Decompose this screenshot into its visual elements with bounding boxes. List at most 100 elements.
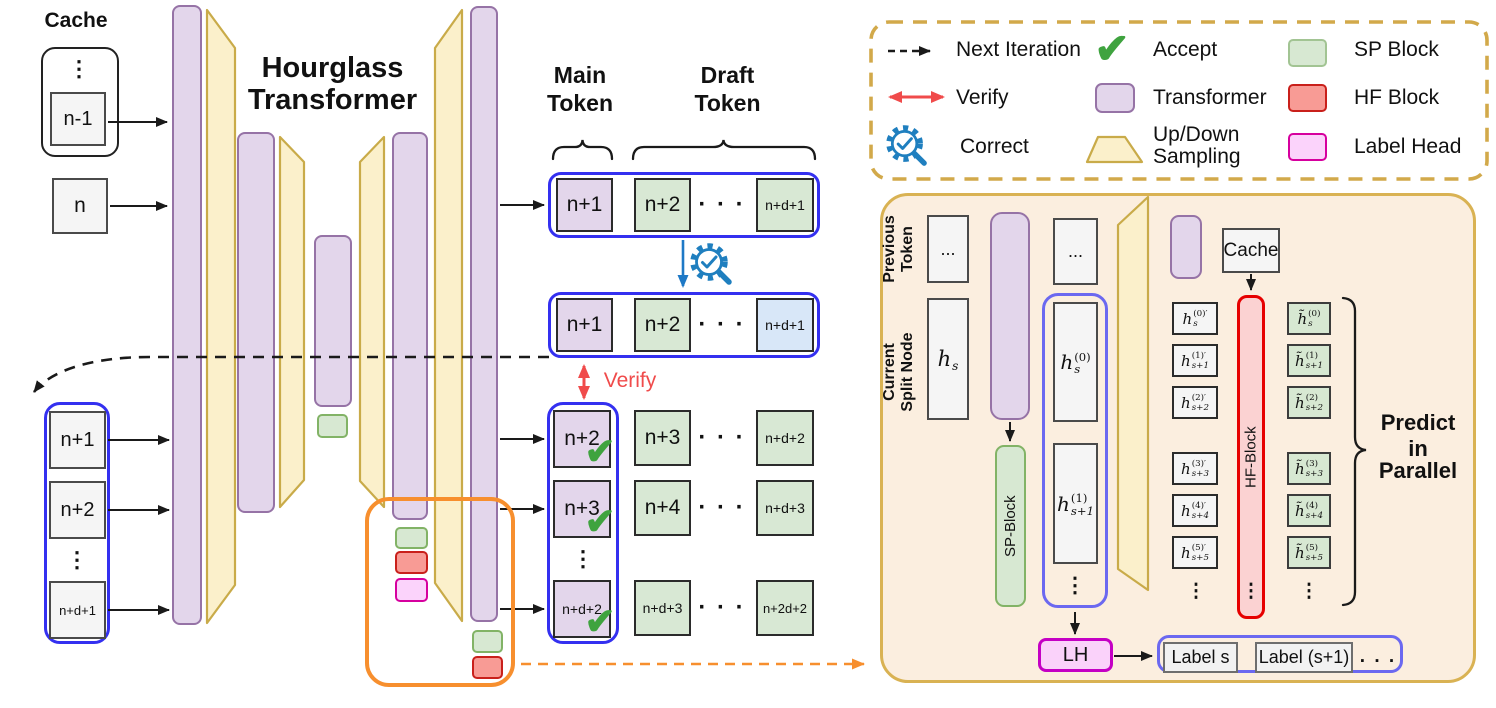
draft-row-main-token: n+1	[556, 178, 613, 232]
label-head-box: LH	[1038, 638, 1113, 672]
legend-hf-icon	[1288, 84, 1327, 112]
legend-transformer-label: Transformer	[1153, 86, 1267, 109]
draft-row-dots: · · ·	[698, 191, 746, 218]
panel-transformer-block	[990, 212, 1030, 420]
hprime-vdots: ⋮	[1186, 580, 1206, 602]
htilde-5: h̃(5)s+5	[1287, 536, 1331, 569]
accepted-main-2: n+3	[553, 480, 611, 538]
hprime-5: h(5)′s+5	[1172, 536, 1218, 569]
accepted-row1-d1: n+3	[634, 410, 691, 466]
sp-block-mid	[317, 414, 348, 438]
transformer-block-3	[314, 235, 352, 407]
legend-transformer-icon	[1095, 83, 1135, 113]
accepted-main-3: n+d+2	[553, 580, 611, 638]
draft-row-group	[548, 172, 820, 238]
accept-check-2: ✔	[584, 500, 616, 542]
split-node-box: h s	[927, 298, 969, 420]
h0-box: h(0)s	[1053, 302, 1098, 422]
next-token-1: n+1	[49, 411, 106, 469]
legend-verify-label: Verify	[956, 86, 1009, 109]
corrected-row-group	[548, 292, 820, 358]
accepted-row2-dots: · · ·	[698, 494, 746, 521]
accepted-row3-dots: · · ·	[698, 594, 746, 621]
hprime-4: h(4)′s+4	[1172, 494, 1218, 527]
cache-vdots: ⋮	[68, 56, 90, 81]
hf-block-right	[395, 551, 428, 574]
legend-hf-label: HF Block	[1354, 86, 1440, 109]
correct-icon	[688, 241, 736, 289]
hidden-dots-box: ...	[1053, 218, 1098, 285]
accepted-row3-d2: n+2d+2	[756, 580, 814, 636]
htilde-vdots: ⋮	[1299, 580, 1319, 602]
legend-correct-label: Correct	[960, 135, 1029, 158]
legend-accept-icon: ✔	[1094, 25, 1130, 72]
accepted-row1-dots: · · ·	[698, 424, 746, 451]
title-line2: Transformer	[247, 83, 418, 116]
accept-check-3: ✔	[584, 600, 616, 642]
accepted-row2-d2: n+d+3	[756, 480, 814, 536]
next-token-vdots: ⋮	[66, 547, 88, 572]
highlight-region	[365, 497, 515, 687]
legend-accept-label: Accept	[1153, 38, 1218, 61]
predict-label-2: in	[1408, 436, 1428, 461]
verify-label: Verify	[603, 369, 657, 392]
sp-block-outer	[472, 630, 503, 653]
cache-token-box: n-1	[50, 92, 106, 146]
hf-vdots: ⋮	[1241, 580, 1261, 602]
legend-sp-label: SP Block	[1354, 38, 1439, 61]
accepted-main-token-group	[547, 402, 619, 644]
predict-label-1: Predict	[1380, 410, 1456, 435]
hprime-0: h(0)′s	[1172, 302, 1218, 335]
accepted-row1-d2: n+d+2	[756, 410, 814, 466]
hprime-2: h(2)′s+2	[1172, 386, 1218, 419]
hprime-1: h(1)′s+1	[1172, 344, 1218, 377]
label-s1-box: Label (s+1)	[1255, 642, 1353, 673]
next-token-3: n+d+1	[49, 581, 106, 639]
input-token-box: n	[52, 178, 108, 234]
sp-block: SP-Block	[995, 445, 1026, 607]
corrected-row-main-token: n+1	[556, 298, 613, 352]
htilde-4: h̃(4)s+4	[1287, 494, 1331, 527]
transformer-block-1	[172, 5, 202, 625]
legend-updown-label: Up/Down Sampling	[1153, 123, 1241, 168]
label-head-block-right	[395, 578, 428, 602]
accepted-main-1: n+2	[553, 410, 611, 468]
hprime-3: h(3)′s+3	[1172, 452, 1218, 485]
label-s-box: Label s	[1163, 642, 1238, 673]
accepted-row3-d1: n+d+3	[634, 580, 691, 636]
split-hidden-vdots: ⋮	[1064, 573, 1086, 597]
htilde-3: h̃(3)s+3	[1287, 452, 1331, 485]
draft-row-token-2: n+d+1	[756, 178, 814, 232]
sp-block-right	[395, 527, 428, 549]
panel-cache-box: Cache	[1222, 228, 1280, 273]
corrected-row-token-1: n+2	[634, 298, 691, 352]
predict-label-3: Parallel	[1378, 458, 1458, 483]
draft-token-header-1: Draft	[700, 61, 755, 88]
hf-block: HF-Block	[1237, 295, 1265, 619]
accepted-vdots: ⋮	[572, 546, 594, 571]
transformer-block-2	[237, 132, 275, 513]
cache-title: Cache	[44, 9, 108, 32]
corrected-row-token-2: n+d+1	[756, 298, 814, 352]
corrected-row-dots: · · ·	[698, 311, 746, 338]
main-token-header-1: Main	[553, 61, 607, 88]
h1-box: h(1)s+1	[1053, 443, 1098, 564]
panel-transformer-small	[1170, 215, 1202, 279]
legend-next-iteration-label: Next Iteration	[956, 38, 1081, 61]
legend-label-head-label: Label Head	[1354, 135, 1462, 158]
legend-correct-icon	[884, 123, 931, 170]
transformer-block-4	[392, 132, 428, 520]
htilde-1: h̃(1)s+1	[1287, 344, 1331, 377]
split-hidden-group	[1042, 293, 1108, 608]
accepted-row2-d1: n+4	[634, 480, 691, 536]
legend-label-head-icon	[1288, 133, 1327, 161]
label-dots: . . .	[1359, 646, 1397, 667]
next-token-2: n+2	[49, 481, 106, 539]
draft-row-token-1: n+2	[634, 178, 691, 232]
next-iteration-token-group	[44, 402, 110, 644]
prev-token-box: ...	[927, 215, 969, 283]
htilde-2: h̃(2)s+2	[1287, 386, 1331, 419]
main-token-header-2: Token	[546, 89, 614, 116]
